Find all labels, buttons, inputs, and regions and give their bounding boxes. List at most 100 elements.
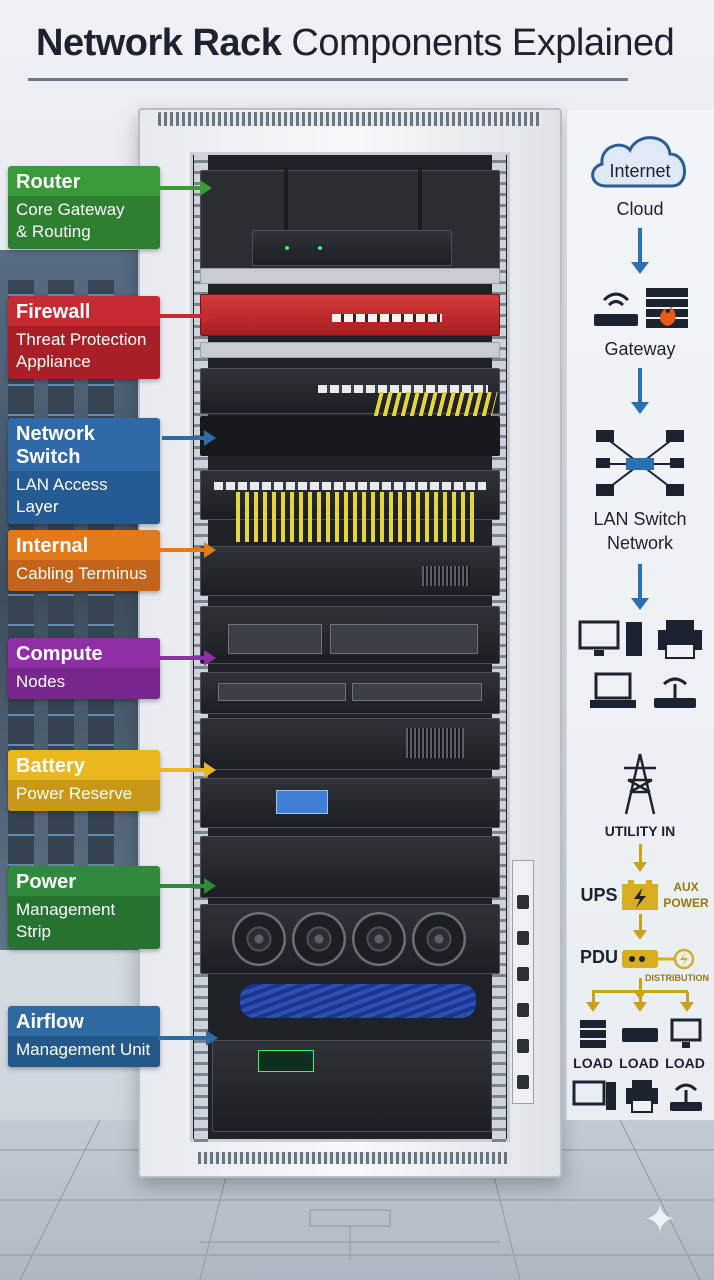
gateway-label: Gateway [604, 339, 676, 359]
label-subtitle: & Routing [16, 222, 91, 241]
fan-icon [412, 912, 466, 966]
title-divider [28, 78, 628, 81]
label-subtitle: LAN Access Layer [16, 475, 108, 516]
tower-icon [626, 622, 642, 656]
desktop-icon [572, 1080, 616, 1110]
pdu-outlet [517, 931, 529, 945]
flow-arrow [631, 368, 649, 414]
router-device [252, 230, 452, 266]
vertical-pdu-strip [512, 860, 534, 1104]
airflow-management-unit [212, 1040, 492, 1132]
page-title: Network Rack Components Explained [36, 22, 675, 74]
arrow-network-switch [162, 430, 216, 446]
drive-bay [228, 624, 322, 654]
label-power: Power Management Strip [8, 866, 160, 949]
network-topology-icon [596, 430, 684, 496]
label-airflow: Airflow Management Unit [8, 1006, 160, 1067]
load-label: LOAD [665, 1055, 705, 1071]
rack-bottom-vent [198, 1152, 508, 1164]
label-title: Internal [16, 535, 89, 557]
label-firewall: Firewall Threat Protection Appliance [8, 296, 160, 379]
internet-label: Internet [609, 161, 671, 181]
label-router: Router Core Gateway & Routing [8, 166, 160, 249]
status-led [285, 246, 289, 250]
firewall-brick-icon [646, 288, 688, 328]
label-title: Router [16, 171, 81, 193]
label-subtitle: Appliance [16, 352, 91, 371]
label-network-switch: Network Switch LAN Access Layer [8, 418, 160, 524]
label-internal: Internal Cabling Terminus [8, 530, 160, 591]
printer-icon [626, 1080, 658, 1113]
cable-manager [200, 416, 500, 456]
drive-bay [330, 624, 478, 654]
aux-label: AUX [673, 880, 699, 894]
laptop-icon [590, 672, 636, 708]
network-label: Network [606, 533, 673, 553]
sparkle-icon: ✦ [643, 1198, 677, 1242]
label-subtitle: Nodes [16, 672, 66, 691]
rack-shelf [200, 268, 500, 284]
pdu-icon [622, 948, 695, 970]
pdu-outlet [517, 967, 529, 981]
status-led [318, 246, 322, 250]
pdu-outlet [517, 895, 529, 909]
antenna-icon [418, 168, 422, 232]
pdu-label: PDU [579, 947, 618, 967]
rack-top-vent [158, 112, 542, 126]
fan-icon [232, 912, 286, 966]
power-arrow [680, 992, 694, 1012]
switch-ports [318, 385, 488, 393]
label-subtitle: Cabling Terminus [16, 564, 148, 583]
rack-shelf [200, 342, 500, 358]
antenna-icon [284, 168, 288, 232]
arrow-battery [142, 762, 216, 778]
power-arrow [586, 992, 600, 1012]
bundled-cables [240, 984, 476, 1018]
label-battery: Battery Power Reserve [8, 750, 160, 811]
pdu-outlet [517, 1039, 529, 1053]
drive-bay [352, 683, 482, 701]
battery-unit [200, 718, 500, 770]
status-display [258, 1050, 314, 1072]
title-regular: Components Explained [291, 22, 675, 64]
patch-cables [236, 492, 476, 542]
pdu-outlet [517, 1075, 529, 1089]
ups-unit [200, 778, 500, 828]
arrow-airflow [158, 1030, 218, 1046]
title-bold: Network Rack [36, 22, 282, 64]
battery-icon [622, 880, 658, 910]
label-subtitle: Management Unit [16, 1040, 151, 1059]
label-title: Firewall [16, 301, 91, 323]
aux-power-label: POWER [663, 896, 709, 910]
cloud-label: Cloud [616, 199, 664, 219]
router-icon [594, 292, 638, 326]
wifi-router-icon [670, 1083, 702, 1111]
printer-icon [658, 620, 702, 659]
fan-icon [292, 912, 346, 966]
label-title: Power [16, 871, 77, 893]
power-arrow [633, 844, 647, 872]
patch-panel-ports [214, 482, 486, 490]
monitor-icon [670, 1018, 702, 1048]
arrow-firewall [142, 308, 214, 324]
utility-in-label: UTILITY IN [604, 823, 676, 839]
power-arrow [633, 914, 647, 940]
firewall-ports [332, 314, 442, 322]
label-title: Battery [16, 755, 85, 777]
fan-icon [352, 912, 406, 966]
arrow-router [142, 180, 212, 196]
desktop-icon [578, 620, 620, 656]
power-tower-icon [624, 753, 656, 815]
switch-icon [622, 1028, 658, 1042]
label-title: Airflow [16, 1011, 84, 1033]
label-compute: Compute Nodes [8, 638, 160, 699]
arrow-power [142, 878, 216, 894]
cloud-icon [591, 136, 686, 188]
label-subtitle: Power Reserve [16, 784, 133, 803]
power-management-unit [200, 836, 500, 898]
load-label: LOAD [573, 1055, 613, 1071]
ups-lcd-display [276, 790, 328, 814]
ups-label: UPS [580, 885, 618, 905]
wifi-router-icon [654, 677, 696, 708]
